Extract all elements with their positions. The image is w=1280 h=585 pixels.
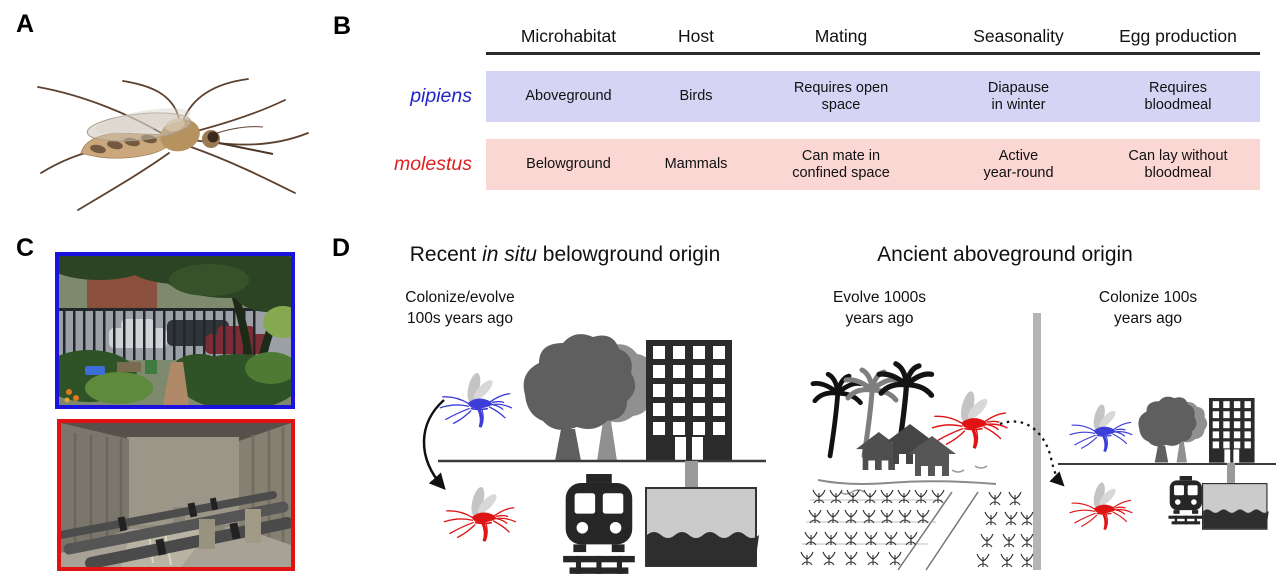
table-cell: Active year-round: [983, 147, 1054, 181]
building-icon: [646, 340, 732, 462]
table-header-row: Microhabitat Host Mating Seasonality Egg…: [486, 26, 1260, 46]
train-icon: [1168, 476, 1204, 525]
mosquito-photo: [37, 78, 309, 211]
table-row-pipiens: Aboveground Birds Requires open space Di…: [486, 71, 1260, 122]
palm-tree-icon: [813, 374, 861, 456]
colonize-dashed-arrow: [999, 420, 1065, 487]
table-cell: Belowground: [526, 156, 611, 173]
table-cell: Can mate in confined space: [792, 147, 890, 181]
column-header: Host: [678, 26, 714, 46]
title-italic-text: in situ: [482, 243, 537, 266]
column-header: Microhabitat: [520, 26, 617, 46]
table-cell: Mammals: [664, 156, 728, 173]
pipe-icon: [685, 461, 698, 487]
panel-a-label: A: [16, 10, 35, 38]
table-cell: Requires open space: [793, 79, 889, 113]
water-squiggle: [839, 465, 988, 495]
panel-c-label: C: [16, 234, 35, 262]
garden-scene: [59, 256, 291, 405]
panel-d-label: D: [332, 234, 351, 262]
table-cell: Requires bloodmeal: [1144, 79, 1212, 113]
header-rule: [486, 52, 1260, 55]
tree-icon: [523, 334, 656, 461]
pipe-icon: [1227, 463, 1235, 484]
colonize-evolve-annotation: Colonize/evolve 100s years ago: [405, 289, 515, 327]
ancient-aboveground-scene: [800, 313, 1276, 571]
mosquito-red-icon: [442, 484, 517, 543]
table-cell: Can lay without bloodmeal: [1128, 147, 1228, 181]
title-text: Recent: [409, 243, 483, 266]
mosquito-blue-icon: [1068, 401, 1134, 454]
column-header: Seasonality: [973, 26, 1064, 46]
column-header: Mating: [814, 26, 868, 46]
water-tank-icon: [1201, 482, 1270, 530]
belowground-habitat-photo: [57, 419, 295, 571]
recent-belowground-scene: [422, 334, 766, 574]
aboveground-habitat-photo: [55, 252, 295, 409]
divider-bar: [1033, 313, 1041, 570]
basement-scene: [61, 423, 291, 567]
building-icon: [1209, 398, 1255, 463]
table-row-molestus: Belowground Mammals Can mate in confined…: [486, 139, 1260, 190]
table-cell: Birds: [679, 88, 713, 105]
mosquito-blue-icon: [438, 370, 513, 429]
title-text: belowground origin: [536, 243, 721, 266]
column-header: Egg production: [1119, 26, 1237, 46]
left-scenario-title: Recent in situ belowground origin: [375, 243, 755, 267]
mosquito-red-icon: [930, 388, 1009, 450]
tree-icon: [1138, 396, 1208, 463]
species-label-molestus: molestus: [393, 153, 472, 175]
species-label-pipiens: pipiens: [410, 85, 472, 107]
table-cell: Aboveground: [525, 88, 612, 105]
shoreline: [817, 479, 997, 485]
water-tank-icon: [645, 487, 760, 567]
table-cell: Diapause in winter: [987, 79, 1050, 113]
descend-arrow: [422, 399, 446, 491]
train-icon: [563, 474, 635, 574]
crop-field: [800, 489, 1034, 571]
mosquito-red-icon: [1068, 479, 1134, 532]
colonize-annotation: Colonize 100s years ago: [1098, 289, 1198, 327]
right-scenario-title: Ancient aboveground origin: [877, 243, 1133, 266]
panel-b-label: B: [333, 12, 352, 40]
evolve-annotation: Evolve 1000s years ago: [832, 289, 927, 327]
